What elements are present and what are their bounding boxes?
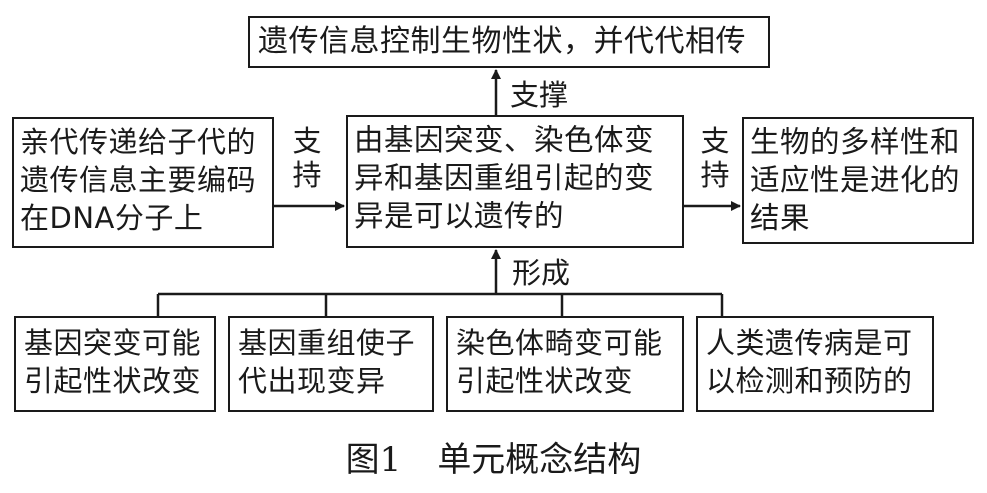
concept-box-left: 亲代传递给子代的遗传信息主要编码在DNA分子上	[12, 117, 274, 248]
figure-caption: 图1 单元概念结构	[0, 438, 987, 482]
figure-title: 单元概念结构	[437, 440, 642, 480]
concept-box-bottom-3: 染色体畸变可能引起性状改变	[446, 316, 684, 412]
label-support-right: 支持	[700, 124, 730, 192]
label-form: 形成	[512, 256, 571, 290]
label-support-left: 支持	[292, 124, 322, 192]
concept-box-top: 遗传信息控制生物性状，并代代相传	[248, 16, 770, 68]
label-support-up: 支撑	[510, 78, 569, 112]
figure-number: 图1	[345, 440, 402, 480]
concept-box-center: 由基因突变、染色体变异和基因重组引起的变异是可以遗传的	[346, 115, 684, 248]
concept-box-bottom-4: 人类遗传病是可以检测和预防的	[696, 316, 934, 412]
concept-box-bottom-1: 基因突变可能引起性状改变	[14, 316, 216, 412]
concept-box-bottom-2: 基因重组使子代出现变异	[228, 316, 434, 412]
concept-box-right: 生物的多样性和适应性是进化的结果	[742, 117, 974, 244]
